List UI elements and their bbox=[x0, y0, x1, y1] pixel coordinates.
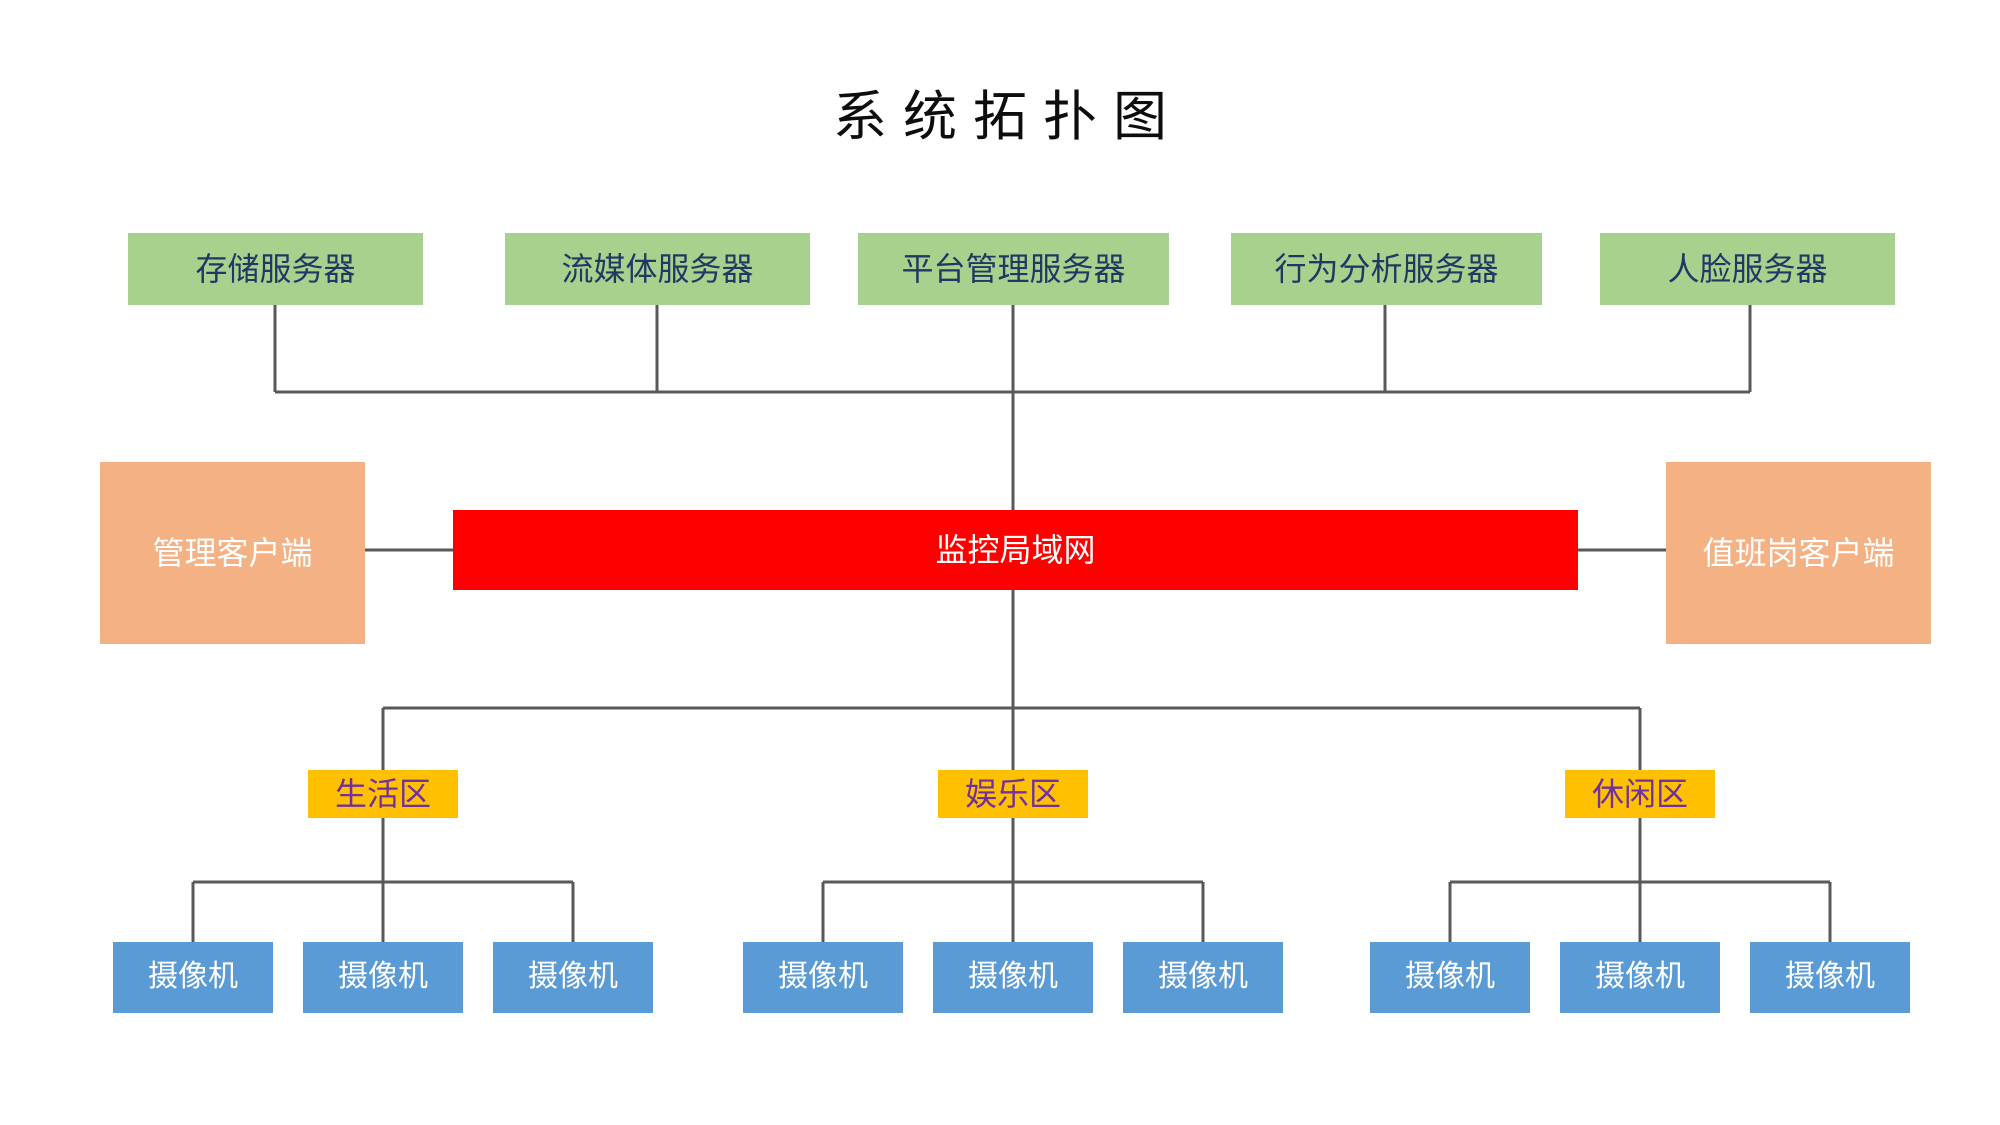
camera-box-living-1[interactable]: 摄像机 bbox=[113, 942, 273, 1013]
network-label-surveillance-lan: 监控局域网 bbox=[935, 530, 1096, 569]
server-label-face: 人脸服务器 bbox=[1667, 249, 1828, 288]
camera-box-living-3[interactable]: 摄像机 bbox=[493, 942, 653, 1013]
camera-label-leisure-2: 摄像机 bbox=[1595, 959, 1685, 995]
client-label-duty-station: 值班岗客户端 bbox=[1702, 533, 1895, 572]
camera-label-entertainment-3: 摄像机 bbox=[1158, 959, 1248, 995]
camera-box-entertainment-3[interactable]: 摄像机 bbox=[1123, 942, 1283, 1013]
camera-label-living-2: 摄像机 bbox=[338, 959, 428, 995]
client-label-management: 管理客户端 bbox=[152, 533, 313, 572]
camera-box-leisure-1[interactable]: 摄像机 bbox=[1370, 942, 1530, 1013]
server-box-face[interactable]: 人脸服务器 bbox=[1600, 233, 1895, 305]
zone-box-leisure-area[interactable]: 休闲区 bbox=[1565, 770, 1715, 818]
server-box-platform[interactable]: 平台管理服务器 bbox=[858, 233, 1169, 305]
server-label-platform: 平台管理服务器 bbox=[901, 249, 1126, 288]
camera-box-leisure-2[interactable]: 摄像机 bbox=[1560, 942, 1720, 1013]
camera-box-leisure-3[interactable]: 摄像机 bbox=[1750, 942, 1910, 1013]
zone-label-entertainment-area: 娱乐区 bbox=[964, 774, 1061, 813]
server-label-storage: 存储服务器 bbox=[195, 249, 356, 288]
zone-box-living-area[interactable]: 生活区 bbox=[308, 770, 458, 818]
camera-label-living-3: 摄像机 bbox=[528, 959, 618, 995]
server-label-streaming: 流媒体服务器 bbox=[561, 249, 754, 288]
camera-label-leisure-1: 摄像机 bbox=[1405, 959, 1495, 995]
camera-box-living-2[interactable]: 摄像机 bbox=[303, 942, 463, 1013]
camera-label-leisure-3: 摄像机 bbox=[1785, 959, 1875, 995]
zone-label-leisure-area: 休闲区 bbox=[1591, 774, 1688, 813]
camera-box-entertainment-2[interactable]: 摄像机 bbox=[933, 942, 1093, 1013]
server-box-behavior[interactable]: 行为分析服务器 bbox=[1231, 233, 1542, 305]
camera-label-living-1: 摄像机 bbox=[148, 959, 238, 995]
camera-label-entertainment-1: 摄像机 bbox=[778, 959, 868, 995]
camera-box-entertainment-1[interactable]: 摄像机 bbox=[743, 942, 903, 1013]
zone-box-entertainment-area[interactable]: 娱乐区 bbox=[938, 770, 1088, 818]
server-label-behavior: 行为分析服务器 bbox=[1274, 249, 1499, 288]
server-box-storage[interactable]: 存储服务器 bbox=[128, 233, 423, 305]
camera-label-entertainment-2: 摄像机 bbox=[968, 959, 1058, 995]
zone-label-living-area: 生活区 bbox=[334, 774, 431, 813]
network-bar-surveillance-lan[interactable]: 监控局域网 bbox=[453, 510, 1578, 590]
client-box-management[interactable]: 管理客户端 bbox=[100, 462, 365, 644]
server-box-streaming[interactable]: 流媒体服务器 bbox=[505, 233, 810, 305]
page-title: 系统拓扑图 bbox=[833, 85, 1183, 148]
client-box-duty-station[interactable]: 值班岗客户端 bbox=[1666, 462, 1931, 644]
